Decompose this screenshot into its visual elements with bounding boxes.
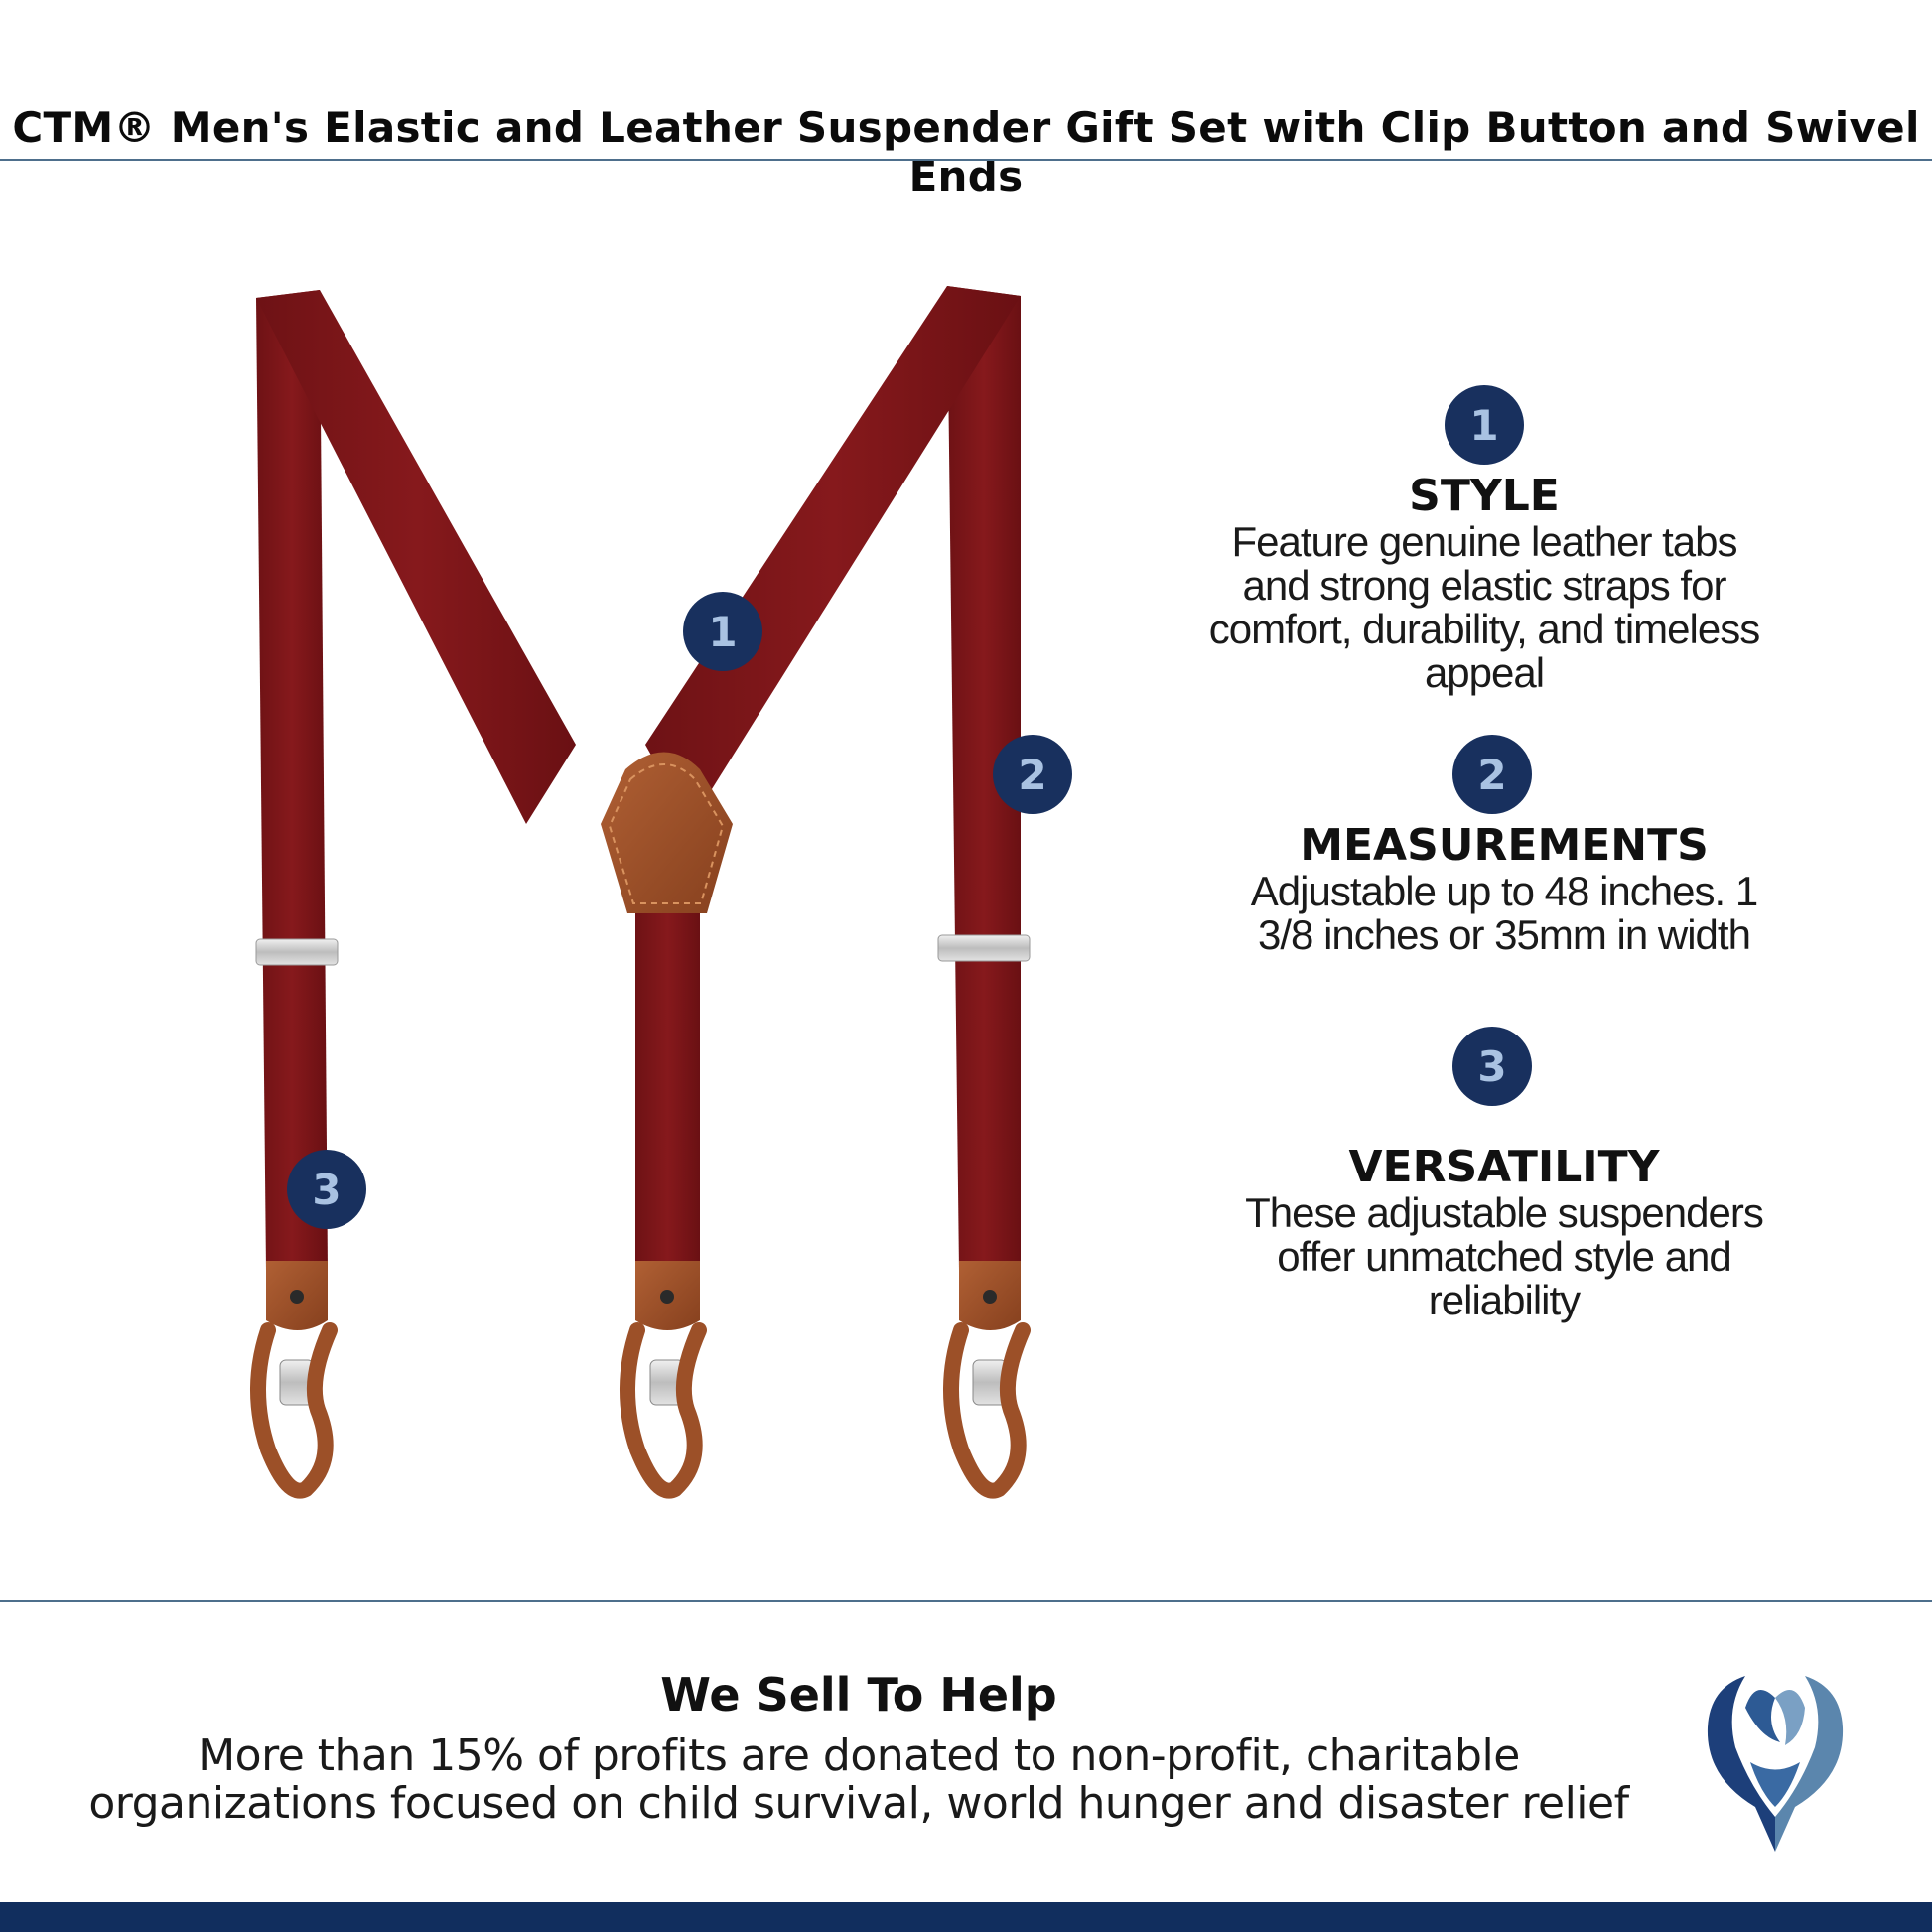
left-diagonal-strap [256,290,576,824]
feature-text-line: Adjustable up to 48 inches. 1 [1250,868,1758,914]
page-title: CTM® Men's Elastic and Leather Suspender… [12,103,1920,201]
feature-text-line: comfort, durability, and timeless [1208,606,1760,652]
header-divider [0,159,1932,161]
charity-heart-logo-icon [1696,1668,1855,1857]
feature-badge-2: 2 [1452,735,1532,814]
left-strap [256,290,328,1271]
feature-measurements: MEASUREMENTS Adjustable up to 48 inches.… [1176,822,1832,957]
help-text-line: More than 15% of profits are donated to … [198,1730,1520,1781]
left-slider [255,938,339,966]
feature-text-line: These adjustable suspenders [1245,1189,1764,1236]
feature-versatility: VERSATILITY These adjustable suspenders … [1176,1144,1832,1322]
center-end-tab [620,1261,707,1499]
feature-text-line: 3/8 inches or 35mm in width [1258,911,1751,958]
right-diagonal-strap [645,286,1021,824]
right-slider [937,934,1031,962]
center-strap [635,903,700,1271]
feature-badge-1: 1 [1445,385,1524,465]
help-text: More than 15% of profits are donated to … [40,1732,1678,1828]
feature-title: STYLE [1409,471,1560,521]
feature-text-line: reliability [1428,1277,1581,1323]
callout-badge-2: 2 [993,735,1072,814]
leather-patch [601,752,733,913]
callout-badge-1: 1 [683,592,762,671]
callout-badge-3: 3 [287,1150,366,1229]
bottom-accent-bar [0,1902,1932,1932]
left-end-tab [250,1261,338,1499]
feature-text-line: and strong elastic straps for [1242,562,1727,609]
help-title: We Sell To Help [660,1668,1057,1722]
feature-title: VERSATILITY [1348,1142,1660,1192]
right-end-tab [943,1261,1031,1499]
feature-text-line: offer unmatched style and [1277,1233,1732,1280]
feature-text-line: Feature genuine leather tabs [1231,518,1737,565]
suspender-product-image [248,268,1102,1519]
footer-divider [0,1600,1932,1602]
feature-badge-3: 3 [1452,1027,1532,1106]
feature-style: STYLE Feature genuine leather tabs and s… [1157,473,1812,695]
right-strap [947,286,1021,1271]
help-text-line: organizations focused on child survival,… [88,1778,1629,1829]
feature-title: MEASUREMENTS [1300,820,1709,871]
feature-text-line: appeal [1424,649,1545,696]
